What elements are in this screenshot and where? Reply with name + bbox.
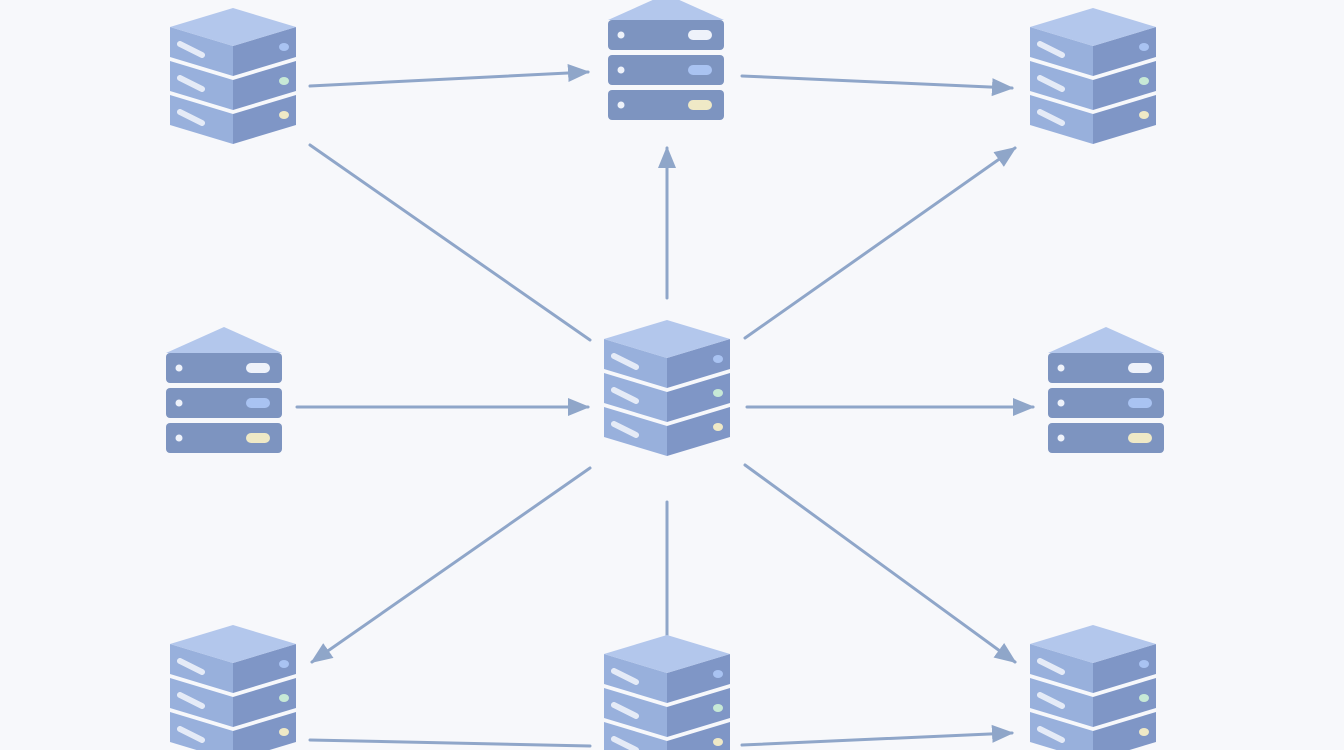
edge-center-hub-to-bottom-right bbox=[743, 463, 1017, 664]
edge-bottom-center-to-bottom-right bbox=[740, 724, 1014, 747]
rack-server-icon bbox=[608, 0, 724, 120]
rack-server-icon bbox=[1048, 327, 1164, 453]
edge-top-left-to-center-hub bbox=[308, 143, 592, 342]
edge-center-hub-to-top-right bbox=[743, 146, 1017, 340]
isometric-server-stack-icon bbox=[604, 635, 730, 750]
rack-server-icon bbox=[166, 327, 282, 453]
edge-center-hub-to-bottom-left bbox=[310, 466, 592, 664]
server-nodes bbox=[166, 0, 1164, 750]
edge-top-left-to-top-center bbox=[308, 64, 590, 88]
edge-top-center-to-top-right bbox=[740, 74, 1014, 97]
isometric-server-stack-icon bbox=[1030, 8, 1156, 144]
connection-lines bbox=[295, 64, 1035, 748]
edge-bottom-left-to-bottom-center bbox=[308, 738, 592, 748]
isometric-server-stack-icon bbox=[170, 625, 296, 750]
isometric-server-stack-icon bbox=[1030, 625, 1156, 750]
isometric-server-stack-icon bbox=[604, 320, 730, 456]
isometric-server-stack-icon bbox=[170, 8, 296, 144]
